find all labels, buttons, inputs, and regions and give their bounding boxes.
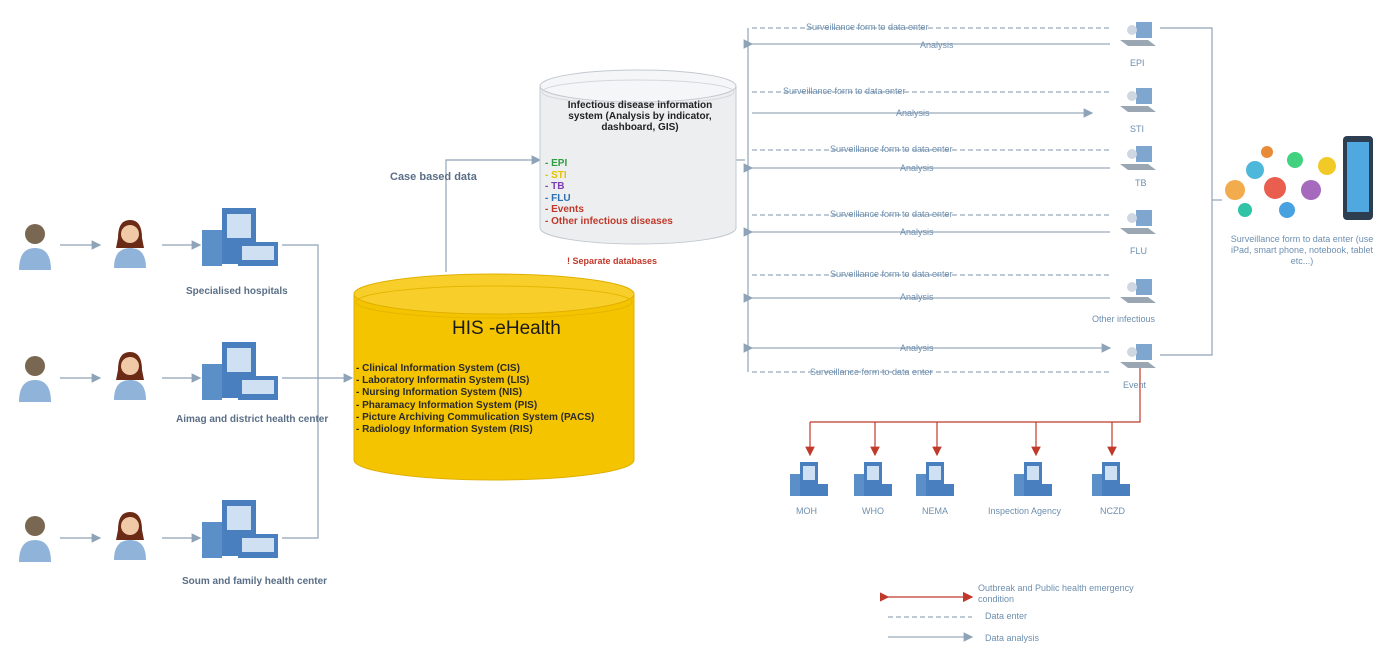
agency-building-icon bbox=[1014, 462, 1052, 496]
legend-data-analysis: Data analysis bbox=[985, 633, 1040, 643]
workstation-icon bbox=[1120, 88, 1156, 112]
agency-building-icon bbox=[790, 462, 828, 496]
agency-building-icon bbox=[916, 462, 954, 496]
analysis-label: Analysis bbox=[900, 343, 934, 353]
workstation-icon bbox=[1120, 210, 1156, 234]
his-item: - Laboratory Informatin System (LIS) bbox=[356, 375, 530, 387]
agency-label: Inspection Agency bbox=[988, 506, 1062, 516]
hospital-building-icon bbox=[202, 342, 278, 400]
ids-title: Infectious disease information system (A… bbox=[567, 100, 713, 133]
patient-icon bbox=[19, 224, 51, 270]
node-label: EPI bbox=[1130, 58, 1145, 68]
form-label: Surveillance form to data enter bbox=[783, 86, 906, 96]
agency-label: NEMA bbox=[922, 506, 949, 516]
ids-item: - TB bbox=[545, 181, 565, 192]
ids-list: - EPI - STI - TB - FLU - Events - Other … bbox=[545, 158, 673, 227]
patient-icon bbox=[19, 356, 51, 402]
tier-label: Soum and family health center bbox=[182, 576, 328, 587]
analysis-label: Analysis bbox=[920, 40, 954, 50]
tier-label: Aimag and district health center bbox=[176, 414, 329, 425]
analysis-label: Analysis bbox=[896, 108, 930, 118]
workstation-icon bbox=[1120, 344, 1156, 368]
doctor-icon bbox=[114, 220, 146, 268]
node-label: FLU bbox=[1130, 246, 1148, 256]
form-label: Surveillance form to data enter bbox=[806, 22, 929, 32]
his-item: - Radiology Information System (RIS) bbox=[356, 424, 533, 436]
separate-databases-note: ! Separate databases bbox=[567, 256, 658, 266]
mobile-devices-icon bbox=[1225, 136, 1373, 220]
node-label: Event bbox=[1123, 380, 1147, 390]
legend-lines bbox=[880, 591, 974, 642]
his-list: - Clinical Information System (CIS) - La… bbox=[356, 363, 628, 436]
form-label: Surveillance form to data enter bbox=[830, 269, 953, 279]
case-based-data-label: Case based data bbox=[390, 171, 477, 183]
ids-item: - Events bbox=[545, 204, 584, 215]
ids-database-icon bbox=[539, 69, 737, 245]
ids-item: - FLU bbox=[545, 192, 571, 204]
analysis-label: Analysis bbox=[900, 227, 934, 237]
ids-item: - Other infectious diseases bbox=[545, 215, 673, 227]
agency-label: NCZD bbox=[1100, 506, 1125, 516]
workstation-icon bbox=[1120, 279, 1156, 303]
node-label: TB bbox=[1135, 178, 1147, 188]
node-label: STI bbox=[1130, 124, 1145, 134]
analysis-label: Analysis bbox=[900, 292, 934, 302]
doctor-icon bbox=[114, 512, 146, 560]
form-label: Surveillance form to data enter bbox=[830, 144, 953, 154]
his-item: - Clinical Information System (CIS) bbox=[356, 363, 520, 374]
ids-item: - STI bbox=[545, 169, 567, 181]
legend-data-enter: Data enter bbox=[985, 611, 1028, 621]
ids-item: - EPI bbox=[545, 158, 568, 169]
workstation-icon bbox=[1120, 22, 1156, 46]
form-label: Surveillance form to data enter bbox=[830, 209, 953, 219]
hospital-building-icon bbox=[202, 208, 278, 266]
tier-label: Specialised hospitals bbox=[186, 286, 288, 297]
agency-label: MOH bbox=[796, 506, 817, 516]
agency-label: WHO bbox=[862, 506, 884, 516]
his-item: - Picture Archiving Commulication System… bbox=[356, 411, 595, 423]
legend-outbreak: Outbreak and Public health emergency con… bbox=[978, 583, 1134, 604]
patient-icon bbox=[19, 516, 51, 562]
workstation-icon bbox=[1120, 146, 1156, 170]
his-title: HIS -eHealth bbox=[452, 318, 561, 339]
his-item: - Nursing Information System (NIS) bbox=[356, 387, 523, 399]
agency-building-icon bbox=[1092, 462, 1130, 496]
devices-caption: Surveillance form to data enter (use iPa… bbox=[1230, 234, 1374, 266]
hospital-building-icon bbox=[202, 500, 278, 558]
his-database-icon bbox=[353, 273, 635, 481]
his-item: - Pharamacy Information System (PIS) bbox=[356, 399, 538, 411]
form-label: Surveillance form to data enter bbox=[810, 367, 933, 377]
doctor-icon bbox=[114, 352, 146, 400]
node-label: Other infectious bbox=[1092, 314, 1156, 324]
agency-building-icon bbox=[854, 462, 892, 496]
analysis-label: Analysis bbox=[900, 163, 934, 173]
